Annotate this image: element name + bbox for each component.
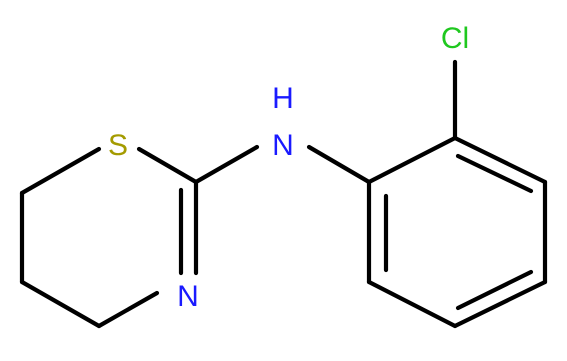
atom-h-label: H [272,82,294,115]
bond-c5-c4 [19,279,102,329]
bond-c4-n3 [96,290,160,329]
atom-s-label: S [108,129,128,162]
bond-ph-c2-c3 [452,135,548,185]
bond-ph-c1-c2 [366,135,458,185]
bond-ph-c4-c5 [452,279,548,329]
atom-cl-label: Cl [441,22,469,55]
bond-s-c2 [136,146,199,185]
bond-ph-inner-3 [455,269,534,311]
atom-n-ring-label: N [177,280,199,313]
bond-c2-nh [193,144,260,185]
bond-nh-c1 [306,144,372,185]
atom-n-amine-label: N [272,129,294,162]
bond-ph-inner-2 [455,153,534,194]
bond-ph-c5-c6 [366,279,458,329]
bond-s-c6 [19,146,102,196]
